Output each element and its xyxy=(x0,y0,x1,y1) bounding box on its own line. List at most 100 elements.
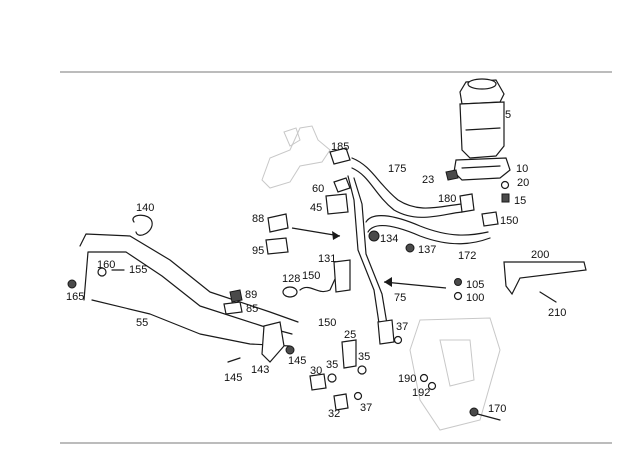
part-label-100: 100 xyxy=(466,292,484,304)
fitting-60 xyxy=(333,177,351,193)
part-label-150c: 150 xyxy=(318,317,336,329)
hose-172-edge xyxy=(367,225,491,245)
seal-35-a xyxy=(327,373,337,383)
arrow-right xyxy=(383,281,447,289)
clamp-88 xyxy=(267,213,289,233)
washer-20 xyxy=(500,180,510,190)
part-label-23: 23 xyxy=(422,174,434,186)
grommet-137 xyxy=(405,243,415,253)
part-label-143: 143 xyxy=(251,364,269,376)
seal-37-a xyxy=(393,335,403,345)
part-label-150a: 150 xyxy=(500,215,518,227)
part-label-200: 200 xyxy=(531,249,549,261)
part-label-160: 160 xyxy=(97,259,115,271)
line-fitting xyxy=(377,319,395,345)
nut-89 xyxy=(229,289,243,303)
part-label-175: 175 xyxy=(388,163,406,175)
bolt-15 xyxy=(501,193,510,203)
part-label-190: 190 xyxy=(398,373,416,385)
washer-190 xyxy=(419,373,429,383)
reservoir-clamp xyxy=(453,157,511,181)
part-label-95: 95 xyxy=(252,245,264,257)
part-label-172: 172 xyxy=(458,250,476,262)
clip-150-a xyxy=(481,211,499,227)
part-label-75: 75 xyxy=(394,292,406,304)
part-label-55: 55 xyxy=(136,317,148,329)
bolt-32 xyxy=(333,393,349,411)
part-label-140: 140 xyxy=(136,202,154,214)
fitting-180 xyxy=(459,193,475,213)
part-label-170: 170 xyxy=(488,403,506,415)
hose-128 xyxy=(299,267,341,293)
part-label-155: 155 xyxy=(129,264,147,276)
part-label-37b: 37 xyxy=(360,402,372,414)
part-label-180: 180 xyxy=(438,193,456,205)
washer-100 xyxy=(453,291,463,301)
ring-128 xyxy=(282,286,298,298)
mount-45 xyxy=(325,193,349,215)
nut-23 xyxy=(445,169,459,181)
clip-140 xyxy=(132,214,153,236)
part-label-15: 15 xyxy=(514,195,526,207)
part-label-150b: 150 xyxy=(302,270,320,282)
part-label-131: 131 xyxy=(318,253,336,265)
arrow-right-head xyxy=(384,277,392,287)
cooler-line-55-top xyxy=(79,233,299,323)
hose-172 xyxy=(365,215,489,236)
part-label-185: 185 xyxy=(331,141,349,153)
part-label-5: 5 xyxy=(505,109,511,121)
bolt-145-a xyxy=(227,357,241,363)
nut-145-b xyxy=(285,345,295,355)
part-label-105: 105 xyxy=(466,279,484,291)
part-label-134: 134 xyxy=(380,233,398,245)
cooler-line-55-bottom xyxy=(91,299,291,347)
return-hose-175-edge xyxy=(351,167,463,218)
bolt-170-head xyxy=(469,407,479,417)
part-label-35b: 35 xyxy=(358,351,370,363)
part-label-20: 20 xyxy=(517,177,529,189)
banjo-bolt-30 xyxy=(309,373,327,391)
hose-150-fitting xyxy=(333,259,351,293)
part-label-85: 85 xyxy=(246,303,258,315)
clamp-95 xyxy=(265,237,289,255)
pressure-line-131 xyxy=(347,175,381,331)
arrow-left-head xyxy=(332,231,340,240)
grommet-134 xyxy=(368,230,380,242)
seal-35-b xyxy=(357,365,367,375)
part-label-192: 192 xyxy=(412,387,430,399)
bracket-200 xyxy=(503,261,587,296)
arrow-left xyxy=(291,227,341,237)
body-outline-ghost xyxy=(261,125,331,189)
part-label-45: 45 xyxy=(310,202,322,214)
nut-105 xyxy=(454,278,462,286)
clip-85 xyxy=(223,301,243,315)
part-label-145b: 145 xyxy=(288,355,306,367)
part-label-25: 25 xyxy=(344,329,356,341)
part-label-10: 10 xyxy=(516,163,528,175)
part-label-128: 128 xyxy=(282,273,300,285)
steering-gear-detail xyxy=(439,339,475,387)
part-label-210: 210 xyxy=(548,307,566,319)
part-label-35a: 35 xyxy=(326,359,338,371)
bolt-210 xyxy=(539,291,557,303)
part-label-89: 89 xyxy=(245,289,257,301)
part-label-137: 137 xyxy=(418,244,436,256)
washer-160 xyxy=(97,267,107,277)
washer-192 xyxy=(427,381,437,391)
nut-165 xyxy=(67,279,77,289)
bracket-143 xyxy=(261,321,285,363)
cooler-line-55-mid xyxy=(83,251,293,335)
reservoir xyxy=(459,78,505,159)
banjo-25 xyxy=(341,339,357,369)
steering-gear-ghost xyxy=(409,317,501,431)
body-detail-ghost xyxy=(283,127,301,147)
part-label-165: 165 xyxy=(66,291,84,303)
part-label-145a: 145 xyxy=(224,372,242,384)
seal-37-b xyxy=(353,391,363,401)
part-label-37a: 37 xyxy=(396,321,408,333)
clamp-185 xyxy=(329,147,351,165)
pressure-line-75 xyxy=(353,177,389,331)
